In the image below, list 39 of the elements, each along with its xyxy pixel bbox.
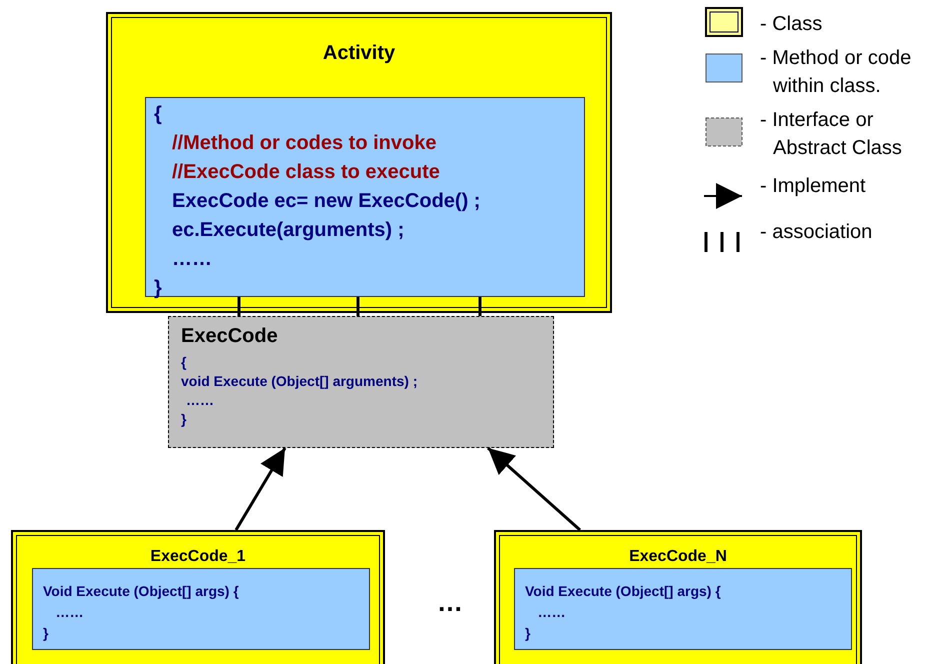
association-line — [238, 297, 240, 316]
class-box — [11, 530, 385, 664]
ellipsis-label: … — [436, 587, 464, 618]
legend-text: - Implement — [760, 174, 867, 199]
code-line: ec.Execute(arguments) ; — [171, 218, 406, 243]
code-line: //Method or codes to invoke — [171, 131, 438, 156]
class-name: ExecCode_1 — [149, 547, 247, 567]
code-line: { — [154, 102, 163, 127]
code-line: } — [43, 624, 50, 643]
method-code-box — [32, 568, 370, 650]
code-line: } — [181, 410, 188, 429]
code-line: …… — [171, 247, 213, 272]
class-name: ExecCode_N — [628, 547, 728, 567]
code-line: …… — [54, 603, 85, 622]
implement-arrow — [234, 447, 286, 531]
code-line: } — [154, 276, 163, 301]
legend-text: - Method or code within class. — [760, 46, 912, 99]
association-line — [356, 297, 360, 316]
interface-name: ExecCode — [181, 324, 279, 349]
class-box — [106, 12, 612, 313]
code-line: Void Execute (Object[] args) { — [525, 582, 722, 601]
code-line: //ExecCode class to execute — [171, 160, 441, 185]
legend-text: - Interface or Abstract Class — [760, 108, 903, 161]
legend-text: - association — [760, 220, 874, 245]
code-line: Void Execute (Object[] args) { — [43, 582, 240, 601]
legend-text: - Class — [760, 12, 824, 37]
association-line — [478, 297, 482, 316]
interface-box — [168, 316, 554, 448]
code-line: ExecCode ec= new ExecCode() ; — [171, 189, 482, 214]
code-line: …… — [185, 391, 216, 410]
implement-arrow — [487, 446, 581, 532]
method-code-box — [514, 568, 852, 650]
method-code-box — [145, 97, 585, 297]
code-line: …… — [536, 603, 567, 622]
class-name: Activity — [322, 41, 396, 66]
code-line: } — [525, 624, 532, 643]
class-box — [494, 530, 862, 664]
code-line: void Execute (Object[] arguments) ; — [181, 372, 418, 391]
code-line: { — [181, 353, 188, 372]
